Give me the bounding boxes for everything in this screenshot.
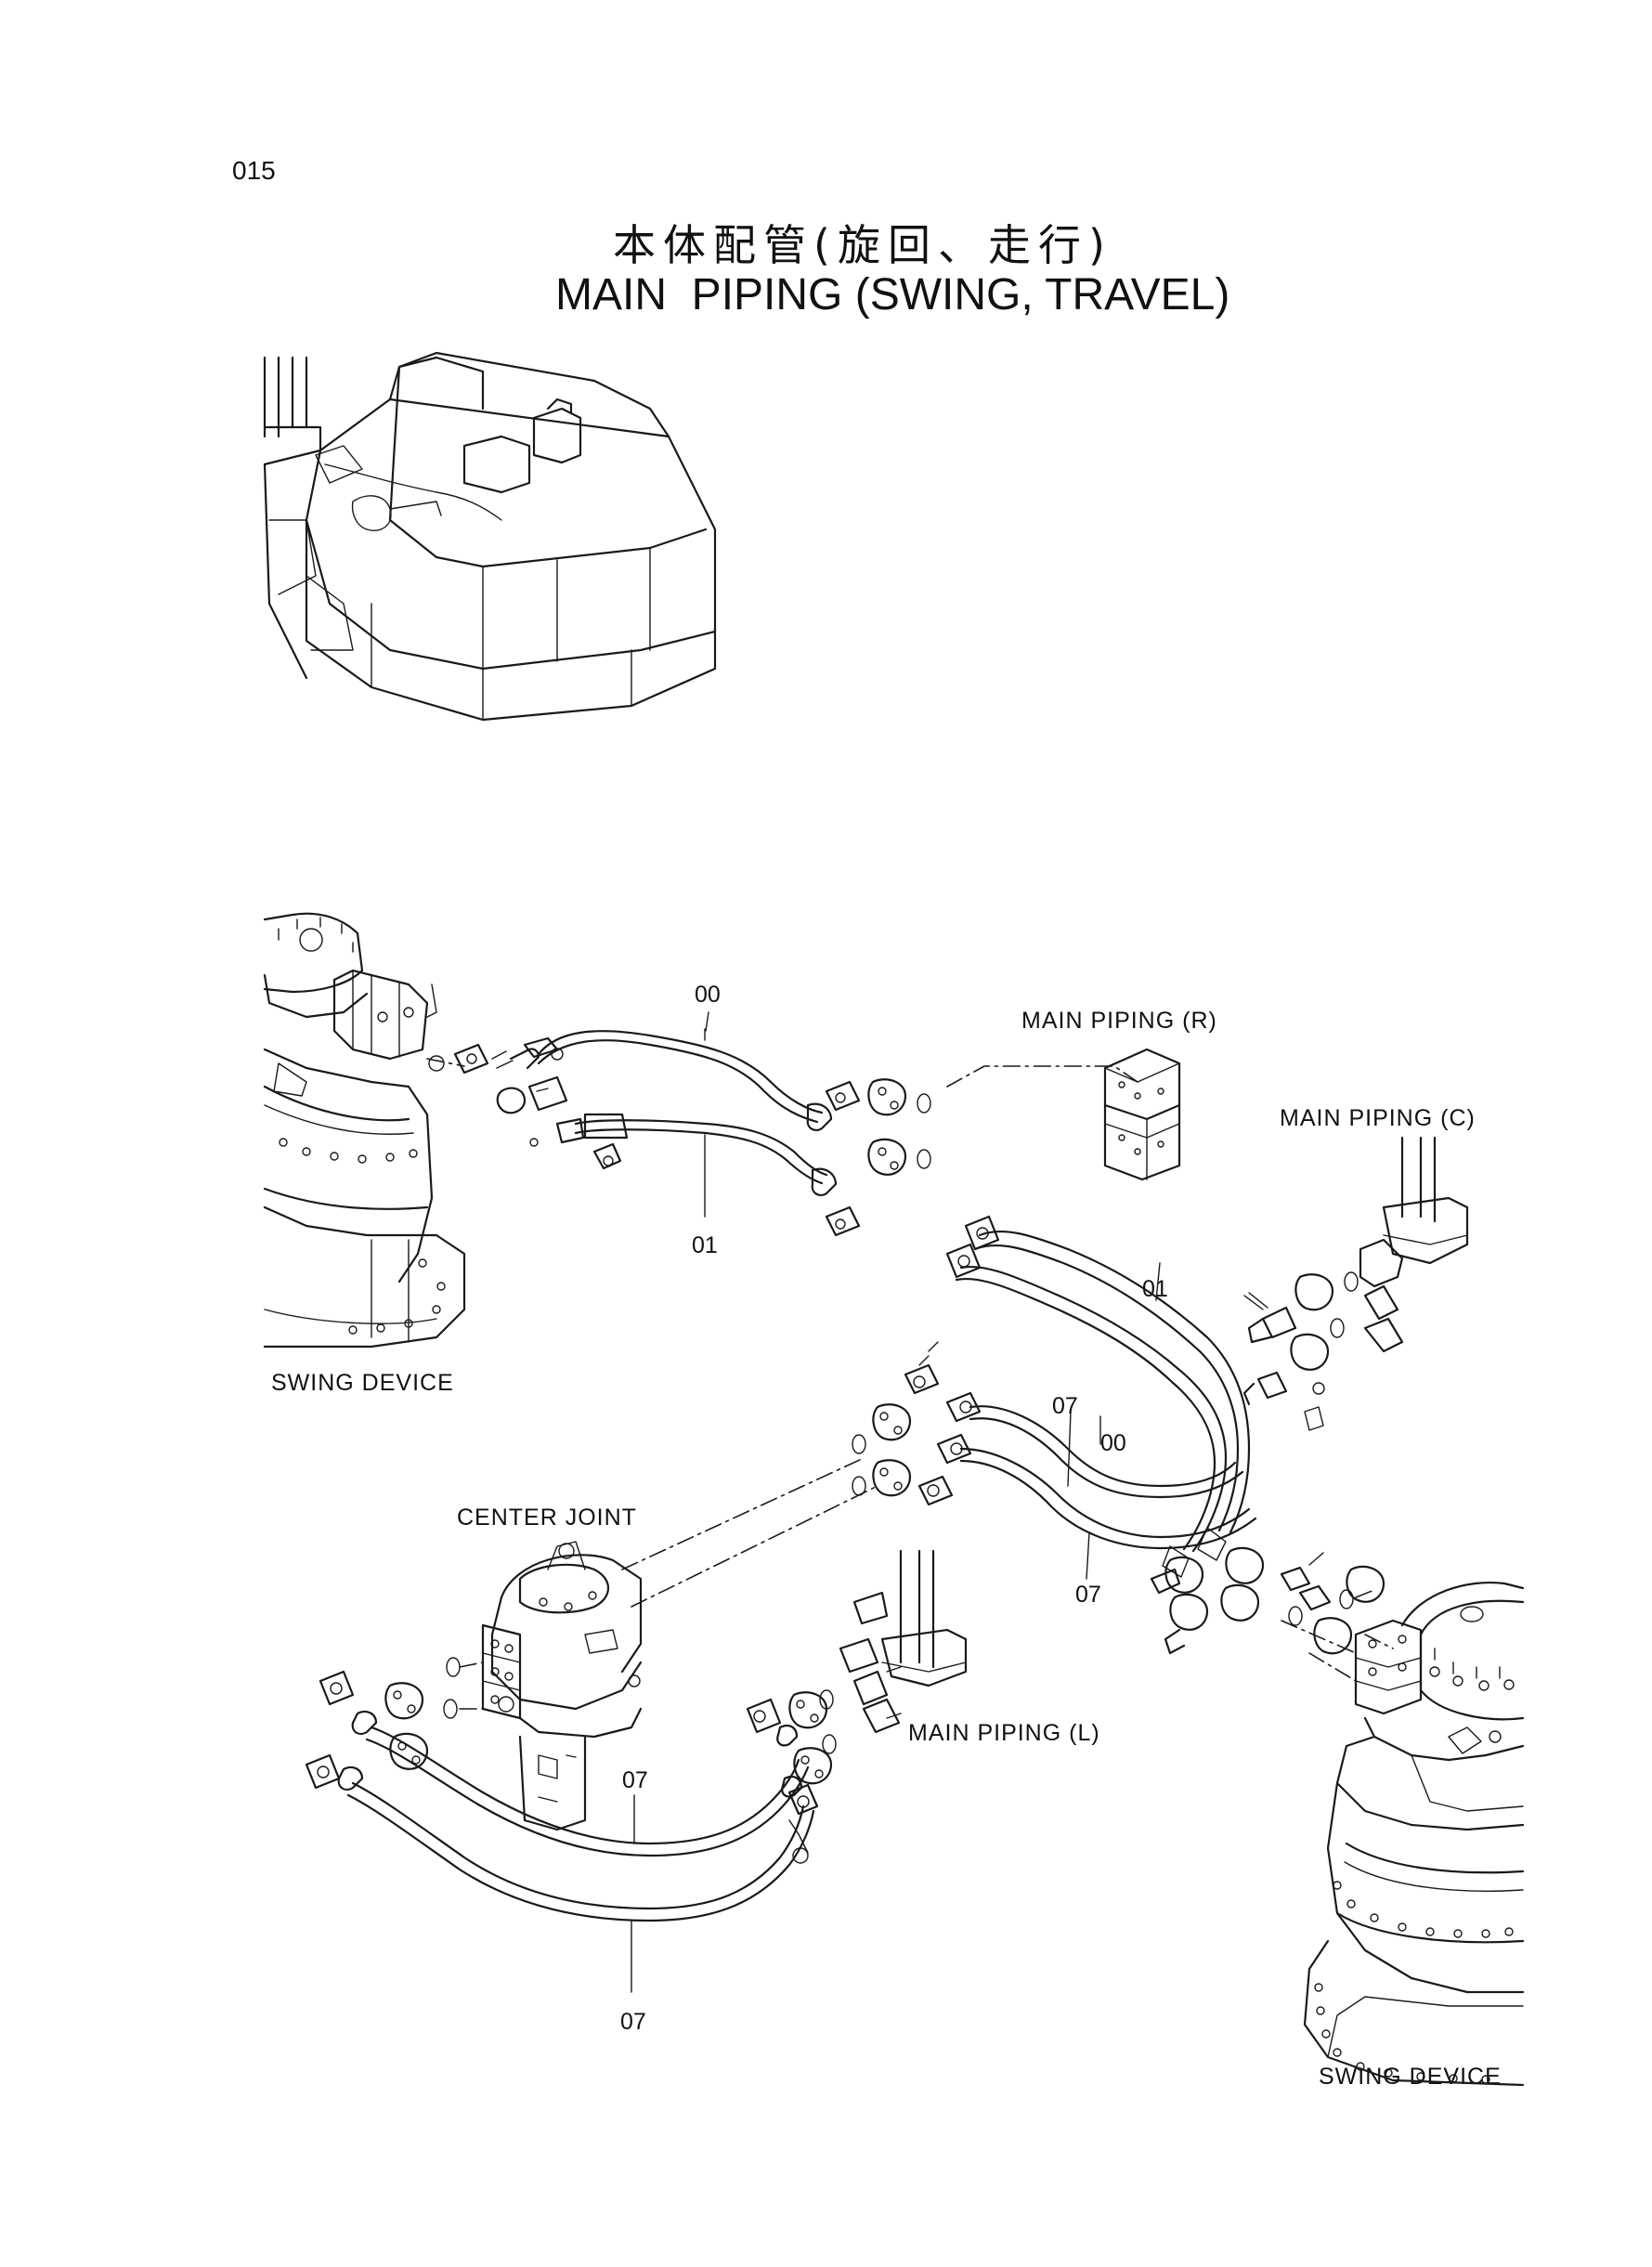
title-english: MAIN PIPING (SWING, TRAVEL)	[555, 270, 1230, 319]
label-center-joint: CENTER JOINT	[457, 1505, 637, 1531]
swing-device-right	[1281, 1582, 1525, 2087]
callout-right-01: 01	[1142, 1276, 1168, 1302]
main-piping-l-bracket	[746, 1549, 968, 1864]
callout-top-00: 00	[695, 982, 721, 1008]
callout-mid-00: 00	[1100, 1430, 1126, 1456]
label-main-piping-r: MAIN PIPING (R)	[1021, 1008, 1217, 1034]
callout-bottom-07-upper: 07	[622, 1767, 648, 1793]
hose-assembly-middle	[852, 1215, 1394, 1655]
page-number: 015	[232, 156, 276, 185]
label-main-piping-l: MAIN PIPING (L)	[908, 1720, 1100, 1746]
center-joint	[443, 1457, 878, 1831]
swing-device-left	[263, 912, 466, 1348]
callout-mid-07: 07	[1052, 1393, 1078, 1419]
title-japanese: 本体配管(旋回、走行)	[613, 220, 1112, 270]
machine-overview-illustration	[263, 351, 717, 722]
label-swing-device-right: SWING DEVICE	[1319, 2064, 1502, 2090]
callout-top-01: 01	[692, 1232, 718, 1258]
label-swing-device-left: SWING DEVICE	[271, 1370, 454, 1396]
main-piping-c-bracket	[1242, 1136, 1469, 1431]
callout-lower-07: 07	[1075, 1582, 1101, 1608]
hose-assembly-bottom	[305, 1670, 815, 1993]
label-main-piping-c: MAIN PIPING (C)	[1280, 1105, 1476, 1131]
callout-bottom-07-lower: 07	[620, 2009, 646, 2035]
hose-assembly-top	[426, 1011, 1181, 1237]
